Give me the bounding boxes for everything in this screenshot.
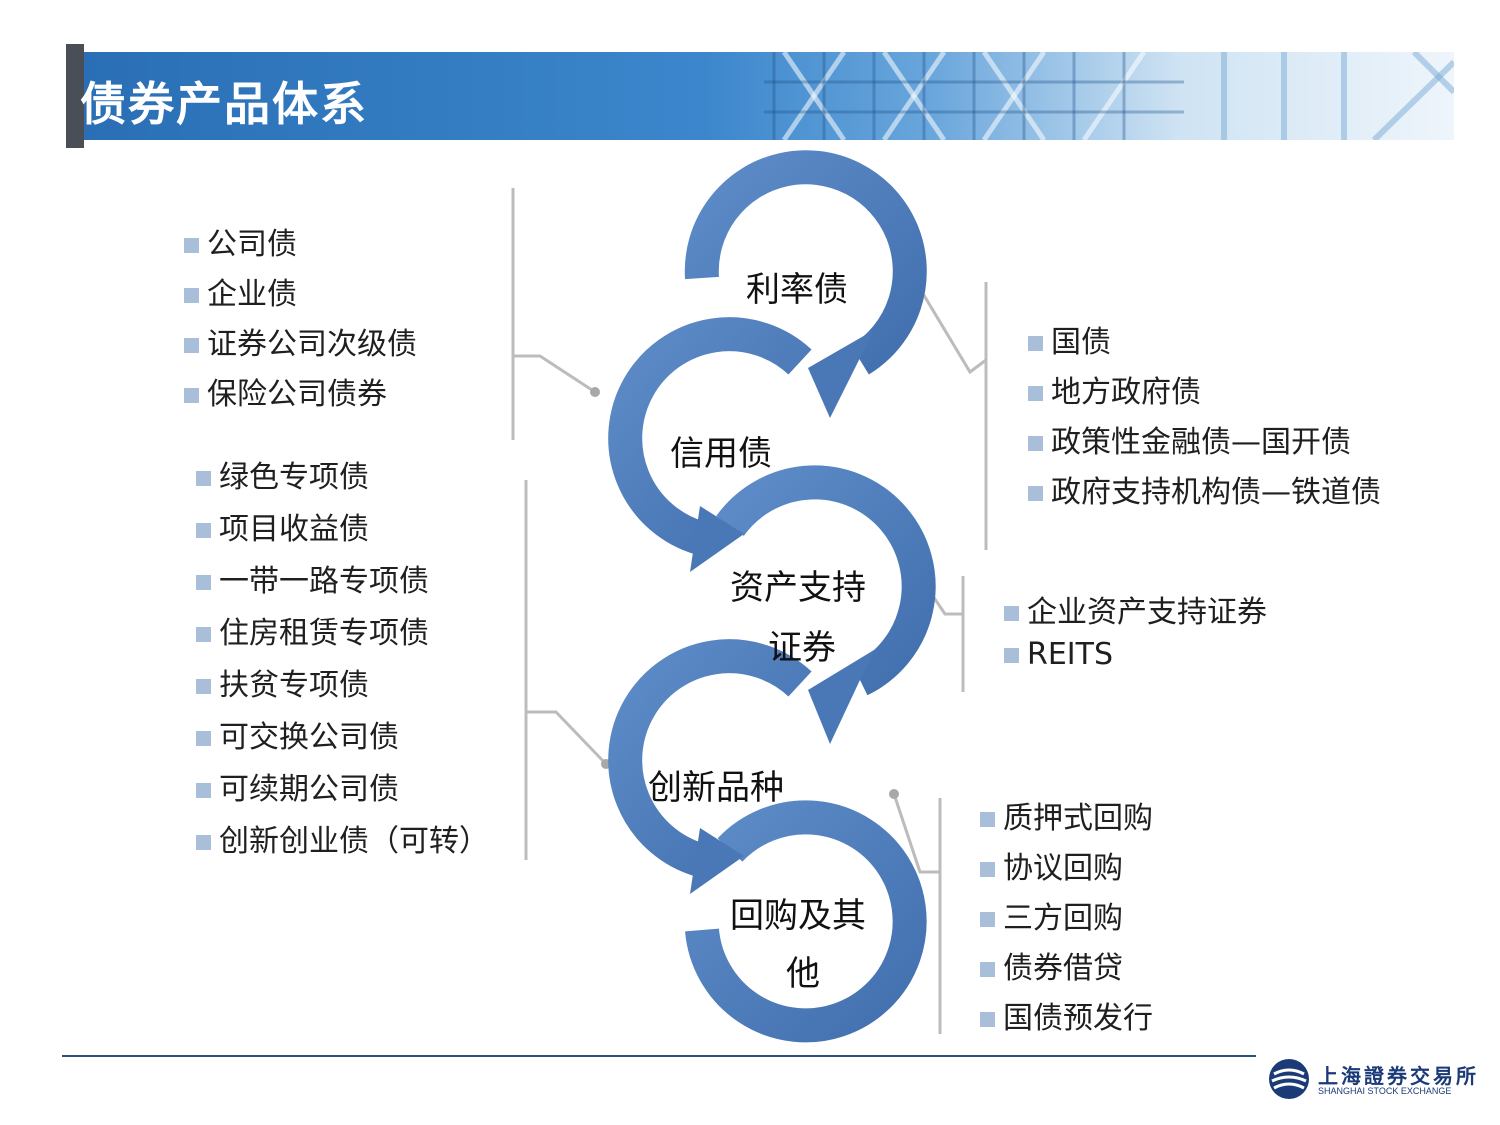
repo-bracket — [892, 793, 942, 1034]
list-item: 企业债 — [184, 270, 417, 320]
list-item: 扶贫专项债 — [196, 660, 489, 712]
list-item: 可续期公司债 — [196, 764, 489, 816]
bullet-square-icon — [980, 911, 995, 927]
bullet-square-icon — [196, 782, 211, 798]
bullet-square-icon — [184, 287, 199, 303]
stage-label-innovation: 创新品种 — [648, 768, 784, 808]
bullet-square-icon — [980, 861, 995, 877]
bullet-square-icon — [184, 387, 199, 403]
list-item: 国债预发行 — [980, 994, 1153, 1044]
stage-label-abs-line1: 资产支持 — [730, 568, 866, 608]
ring-stage-2 — [608, 317, 812, 555]
credit-connector-dot — [590, 387, 600, 397]
list-item: 项目收益债 — [196, 504, 489, 556]
stage-label-abs-line2: 证券 — [768, 628, 836, 668]
building-pattern — [764, 52, 1454, 140]
list-item: 债券借贷 — [980, 944, 1153, 994]
page-title: 债券产品体系 — [80, 77, 368, 131]
header-band — [84, 52, 1454, 140]
list-item: 政府支持机构债—铁道债 — [1028, 468, 1381, 518]
bullet-square-icon — [196, 834, 211, 850]
arrow-head-3 — [808, 650, 874, 744]
ring-stage-1 — [684, 150, 927, 375]
list-item: 企业资产支持证券 — [1004, 592, 1267, 634]
arrow-head-2 — [690, 506, 744, 572]
bullet-square-icon — [1028, 385, 1043, 401]
list-item: 国债 — [1028, 318, 1381, 368]
list-item: 住房租赁专项债 — [196, 608, 489, 660]
list-item: 绿色专项债 — [196, 452, 489, 504]
header-accent-bar — [66, 44, 84, 148]
repo-list: 质押式回购 协议回购 三方回购 债券借贷 国债预发行 — [980, 794, 1153, 1044]
bullet-square-icon — [1004, 647, 1019, 663]
stage-label-repo-line2: 他 — [786, 954, 820, 994]
bullet-square-icon — [196, 730, 211, 746]
stage-label-repo-line1: 回购及其 — [730, 896, 866, 936]
ring-stage-5 — [685, 800, 927, 1043]
bullet-square-icon — [196, 470, 211, 486]
bullet-square-icon — [196, 522, 211, 538]
stage-label-rates: 利率债 — [746, 270, 848, 310]
stage-label-credit: 信用债 — [670, 434, 772, 474]
ring-stage-3 — [716, 465, 936, 696]
bullet-square-icon — [196, 678, 211, 694]
list-item: 质押式回购 — [980, 794, 1153, 844]
rates-bond-list: 国债 地方政府债 政策性金融债—国开债 政府支持机构债—铁道债 — [1028, 318, 1381, 518]
list-item: 三方回购 — [980, 894, 1153, 944]
list-item: 一带一路专项债 — [196, 556, 489, 608]
bullet-square-icon — [1004, 605, 1019, 621]
list-item: 创新创业债（可转） — [196, 816, 489, 868]
exchange-logo: 上海證券交易所 SHANGHAI STOCK EXCHANGE — [1266, 1054, 1476, 1100]
list-item: 地方政府债 — [1028, 368, 1381, 418]
bullet-square-icon — [196, 574, 211, 590]
list-item: 保险公司债券 — [184, 370, 417, 420]
innovation-bracket — [524, 480, 608, 860]
ring-stage-4 — [608, 639, 812, 877]
bullet-square-icon — [184, 337, 199, 353]
bullet-square-icon — [1028, 485, 1043, 501]
bullet-square-icon — [980, 961, 995, 977]
list-item: 可交换公司债 — [196, 712, 489, 764]
bullet-square-icon — [1028, 335, 1043, 351]
bullet-square-icon — [980, 1011, 995, 1027]
bullet-square-icon — [196, 626, 211, 642]
header-banner — [66, 44, 1454, 148]
list-item: 政策性金融债—国开债 — [1028, 418, 1381, 468]
credit-bracket — [511, 188, 596, 440]
list-item: 公司债 — [184, 220, 417, 270]
list-item: REITS — [1004, 634, 1267, 676]
logo-chinese-name: 上海證券交易所 — [1318, 1064, 1479, 1088]
arrow-head-1 — [808, 330, 874, 418]
list-item: 协议回购 — [980, 844, 1153, 894]
logo-english-name: SHANGHAI STOCK EXCHANGE — [1318, 1086, 1452, 1096]
arrow-head-4 — [690, 828, 744, 894]
bullet-square-icon — [184, 237, 199, 253]
bullet-square-icon — [1028, 435, 1043, 451]
bullet-square-icon — [980, 811, 995, 827]
repo-connector-dot — [889, 789, 899, 799]
sse-emblem-icon — [1269, 1059, 1309, 1099]
abs-list: 企业资产支持证券 REITS — [1004, 592, 1267, 676]
credit-bond-list: 公司债 企业债 证券公司次级债 保险公司债券 — [184, 220, 417, 420]
footer-divider — [62, 1055, 1256, 1057]
innovation-list: 绿色专项债 项目收益债 一带一路专项债 住房租赁专项债 扶贫专项债 可交换公司债… — [196, 452, 489, 868]
list-item: 证券公司次级债 — [184, 320, 417, 370]
